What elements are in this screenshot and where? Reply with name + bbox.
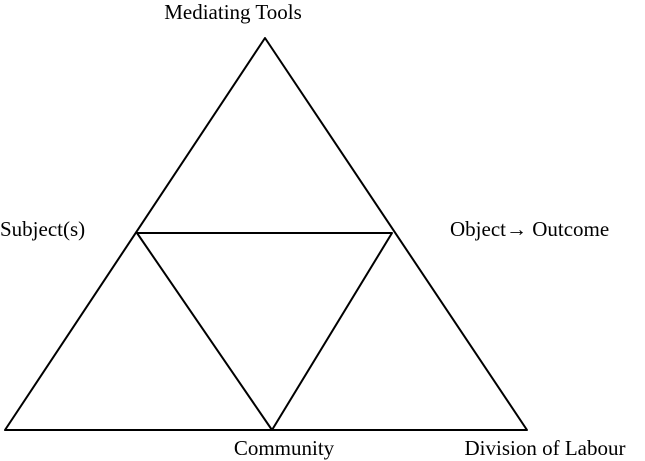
inner-triangle [136, 232, 393, 431]
division-of-labour-label: Division of Labour [465, 436, 626, 460]
object-outcome-label: Object→ Outcome [450, 217, 609, 241]
outer-triangle [4, 37, 528, 431]
community-label: Community [234, 436, 335, 460]
subject-label: Subject(s) [0, 217, 85, 241]
mediating-tools-label: Mediating Tools [164, 0, 302, 24]
